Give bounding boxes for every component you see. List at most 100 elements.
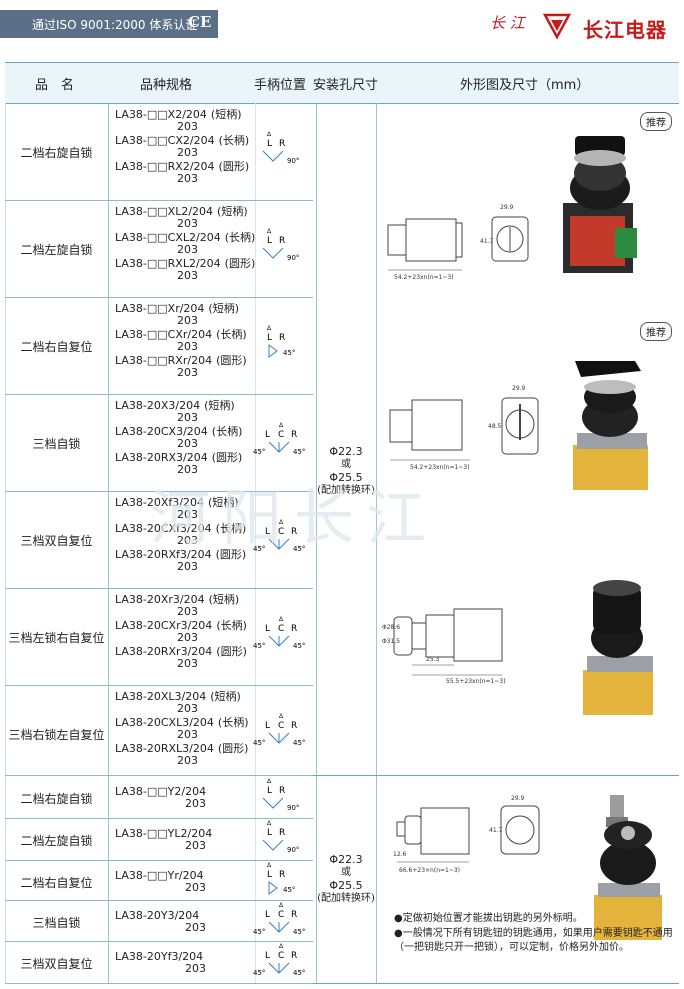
col-divider (108, 103, 109, 983)
handle-arrow-icon (262, 839, 284, 851)
dim-length: 55.5+23xn(n=1~3) (446, 678, 506, 685)
spec-model: LA38-20RXL3/204(圆形)203 (115, 743, 248, 767)
handle-label: Δ (279, 943, 284, 950)
spec-model: LA38-20CXL3/204(长柄)203 (115, 717, 249, 741)
recommend-badge: 推荐 (640, 322, 672, 341)
handle-label: R (291, 430, 297, 440)
model-alt: 203 (177, 508, 198, 521)
model-code: LA38-□□CX2/204 (115, 134, 215, 147)
model-type: (长柄) (216, 619, 247, 632)
recommend-badge: 推荐 (640, 112, 672, 131)
spec-model: LA38-□□X2/204(短柄)203 (115, 109, 242, 133)
model-alt: 203 (177, 754, 198, 767)
handle-label: Δ (279, 616, 284, 623)
handle-label: C (278, 910, 284, 920)
product-name: 三档双自复位 (20, 957, 93, 971)
model-type: (短柄) (204, 399, 235, 412)
model-type: (短柄) (208, 302, 240, 315)
handle-arrow-icon (262, 247, 284, 259)
dim-width: 29.9 (511, 795, 525, 802)
handle-label: 45° (253, 969, 265, 977)
model-alt: 203 (177, 120, 198, 133)
model-alt: 203 (177, 146, 198, 159)
handle-label: L (265, 910, 270, 920)
model-type: (短柄) (208, 593, 240, 606)
model-alt: 203 (177, 411, 198, 424)
handle-label: L (265, 951, 270, 961)
handle-label: 45° (293, 545, 305, 553)
watermark: 河阳长江 (150, 484, 438, 554)
handle-label: L (267, 828, 272, 838)
brand-script: 长 江 (490, 14, 525, 32)
model-code: LA38-20CXf3/204 (115, 522, 212, 535)
model-code: LA38-20CXL3/204 (115, 716, 214, 729)
top-banner: 通过ISO 9001:2000 体系认证 CE 长 江 长江电器 (0, 0, 684, 50)
model-alt: 203 (177, 463, 198, 476)
handle-label: R (291, 910, 297, 920)
model-alt: 203 (177, 728, 198, 741)
model-alt: 203 (185, 797, 206, 810)
handle-label: Δ (267, 862, 272, 869)
model-alt: 203 (177, 437, 198, 450)
model-code: LA38-□□CXr/204 (115, 328, 213, 341)
model-code: LA38-□□Xr/204 (115, 302, 205, 315)
certification-text: 通过ISO 9001:2000 体系认证 (32, 18, 198, 32)
handle-label: 45° (293, 969, 305, 977)
dim-length: 54.2+23xn(n=1~3) (394, 274, 454, 281)
model-code: LA38-□□RX2/204 (115, 160, 215, 173)
handle-arrow-icon (268, 962, 290, 974)
spec-model: LA38-□□CXL2/204(长柄)203 (115, 232, 255, 256)
install-d1: Φ22.3 (329, 445, 363, 458)
model-alt: 203 (185, 962, 206, 975)
spec-model: LA38-20Xr3/204(短柄)203 (115, 594, 239, 618)
model-alt: 203 (177, 657, 198, 670)
model-alt: 203 (177, 243, 198, 256)
model-type: (短柄) (207, 496, 239, 509)
model-alt: 203 (177, 217, 198, 230)
outline-drawing-3: Φ28.6 Φ31.5 25.3 55.5+23xn(n=1~3) (382, 608, 506, 685)
product-photo-4 (594, 795, 662, 940)
col-spec: 品种规格 (140, 78, 193, 93)
ce-mark: CE (188, 13, 212, 31)
model-type: (长柄) (216, 328, 247, 341)
handle-label: L (267, 870, 272, 880)
model-code: LA38-20RXf3/204 (115, 548, 212, 561)
model-code: LA38-20Yf3/204 (115, 950, 204, 963)
handle-label: C (278, 430, 284, 440)
dim-width: 29.9 (512, 385, 526, 392)
dim-width: 29.9 (500, 204, 514, 211)
table-bottom (5, 983, 679, 984)
product-name: 三档自锁 (32, 916, 81, 930)
model-code: LA38-□□Yr/204 (115, 869, 204, 882)
handle-label: L (265, 721, 270, 731)
model-type: (圆形) (217, 742, 249, 755)
handle-label: 45° (293, 448, 305, 456)
handle-label: Δ (267, 325, 272, 332)
model-code: LA38-20CX3/204 (115, 425, 208, 438)
handle-label: C (278, 527, 284, 537)
model-alt: 203 (177, 366, 198, 379)
handle-label: C (278, 624, 284, 634)
model-type: (圆形) (224, 257, 256, 270)
model-alt: 203 (177, 534, 198, 547)
model-alt: 203 (185, 839, 206, 852)
model-alt: 203 (177, 605, 198, 618)
dim-dia1: Φ28.6 (382, 624, 400, 631)
model-code: LA38-20RXr3/204 (115, 645, 213, 658)
handle-arrow-icon (268, 538, 290, 550)
